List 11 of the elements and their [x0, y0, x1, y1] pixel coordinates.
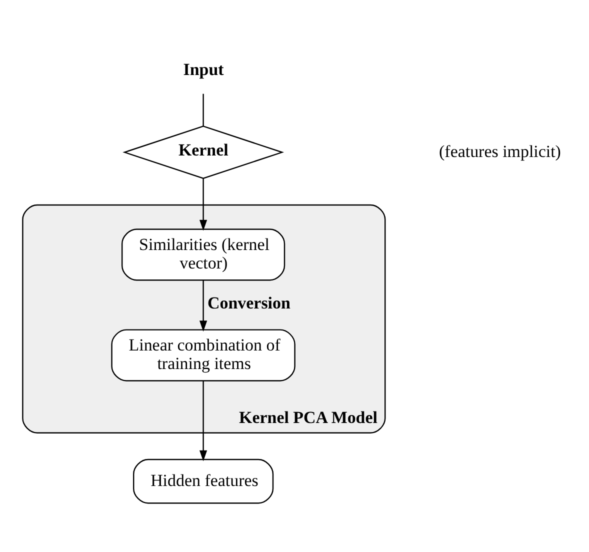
connector — [202, 93, 204, 126]
arrow — [199, 178, 208, 230]
node-box: Hidden features — [133, 458, 274, 504]
node-diamond: Kernel — [122, 125, 284, 178]
arrow — [199, 280, 208, 332]
label: (features implicit) — [439, 141, 561, 160]
node-box: Similarities (kernel vector) — [121, 228, 286, 280]
node-box: Linear combination of training items — [111, 328, 296, 381]
edge-label: Conversion — [208, 292, 290, 312]
node-text: Input — [183, 59, 224, 78]
arrow — [199, 380, 208, 461]
